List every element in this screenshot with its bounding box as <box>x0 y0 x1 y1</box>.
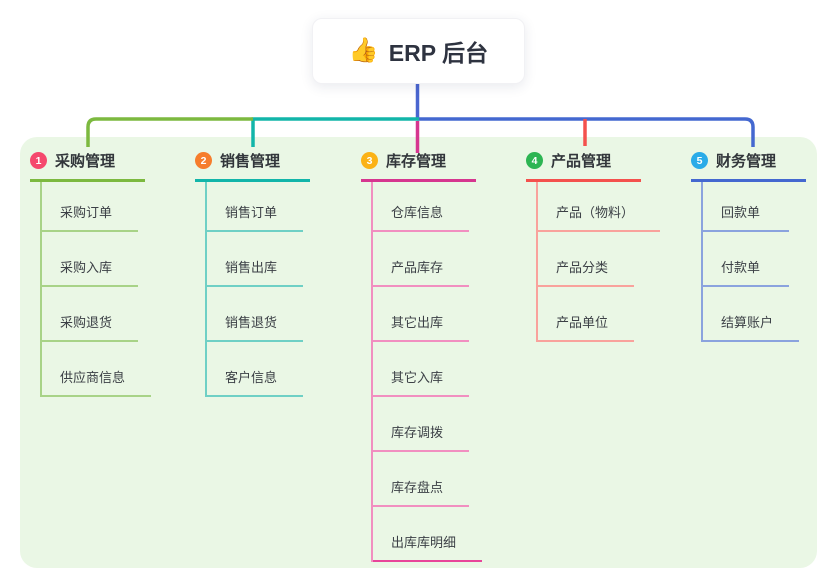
branches-panel <box>20 137 817 568</box>
branch-finance-children: 回款单 付款单 结算账户 <box>701 182 800 342</box>
branch-number-badge: 5 <box>691 152 708 169</box>
node-product-category[interactable]: 产品分类 <box>538 232 635 287</box>
branch-sales: 2 销售管理 销售订单 销售出库 销售退货 客户信息 <box>195 150 345 397</box>
branch5-connector-line <box>417 117 755 147</box>
branch-purchase-children: 采购订单 采购入库 采购退货 供应商信息 <box>40 182 152 397</box>
node-product-material[interactable]: 产品（物料） <box>538 182 661 232</box>
node-product-unit[interactable]: 产品单位 <box>538 287 635 342</box>
branch-inventory-children: 仓库信息 产品库存 其它出库 其它入库 库存调拨 库存盘点 出库库明细 <box>371 182 483 562</box>
branch1-connector-line <box>86 117 253 147</box>
branch-title: 采购管理 <box>55 153 116 170</box>
branch-purchase: 1 采购管理 采购订单 采购入库 采购退货 供应商信息 <box>30 150 180 397</box>
branch-title: 财务管理 <box>716 153 777 170</box>
branch-purchase-header[interactable]: 1 采购管理 <box>30 150 145 182</box>
branch-number-badge: 4 <box>526 152 543 169</box>
branch-number-badge: 3 <box>361 152 378 169</box>
node-payment-doc[interactable]: 付款单 <box>703 232 789 287</box>
node-other-outbound[interactable]: 其它出库 <box>373 287 470 342</box>
node-stock-count[interactable]: 库存盘点 <box>373 452 470 507</box>
node-supplier-info[interactable]: 供应商信息 <box>42 342 152 397</box>
branch-product-header[interactable]: 4 产品管理 <box>526 150 641 182</box>
node-purchase-inbound[interactable]: 采购入库 <box>42 232 139 287</box>
branch-sales-header[interactable]: 2 销售管理 <box>195 150 310 182</box>
node-other-inbound[interactable]: 其它入库 <box>373 342 470 397</box>
branch-finance: 5 财务管理 回款单 付款单 结算账户 <box>691 150 839 342</box>
node-customer-info[interactable]: 客户信息 <box>207 342 304 397</box>
thumbs-up-icon: 👍 <box>348 37 379 64</box>
node-in-out-detail[interactable]: 出库库明细 <box>373 507 483 562</box>
node-product-stock[interactable]: 产品库存 <box>373 232 470 287</box>
root-node-label: ERP 后台 <box>388 40 489 66</box>
branch-title: 销售管理 <box>220 153 281 170</box>
branch-product-children: 产品（物料） 产品分类 产品单位 <box>536 182 661 342</box>
branch-number-badge: 1 <box>30 152 47 169</box>
branch-product: 4 产品管理 产品（物料） 产品分类 产品单位 <box>526 150 676 342</box>
node-sales-order[interactable]: 销售订单 <box>207 182 304 232</box>
node-purchase-return[interactable]: 采购退货 <box>42 287 139 342</box>
branch-finance-header[interactable]: 5 财务管理 <box>691 150 806 182</box>
node-sales-outbound[interactable]: 销售出库 <box>207 232 304 287</box>
branch-inventory: 3 库存管理 仓库信息 产品库存 其它出库 其它入库 库存调拨 库存盘点 出库库… <box>361 150 511 562</box>
node-purchase-order[interactable]: 采购订单 <box>42 182 139 232</box>
node-sales-return[interactable]: 销售退货 <box>207 287 304 342</box>
branch-inventory-header[interactable]: 3 库存管理 <box>361 150 476 182</box>
branch-title: 产品管理 <box>551 153 612 170</box>
branch-sales-children: 销售订单 销售出库 销售退货 客户信息 <box>205 182 304 397</box>
branch-number-badge: 2 <box>195 152 212 169</box>
root-node-erp[interactable]: 👍 ERP 后台 <box>312 18 525 84</box>
node-receipt-doc[interactable]: 回款单 <box>703 182 789 232</box>
branch-title: 库存管理 <box>386 153 447 170</box>
node-warehouse-info[interactable]: 仓库信息 <box>373 182 470 232</box>
node-stock-transfer[interactable]: 库存调拨 <box>373 397 470 452</box>
node-settlement-account[interactable]: 结算账户 <box>703 287 800 342</box>
